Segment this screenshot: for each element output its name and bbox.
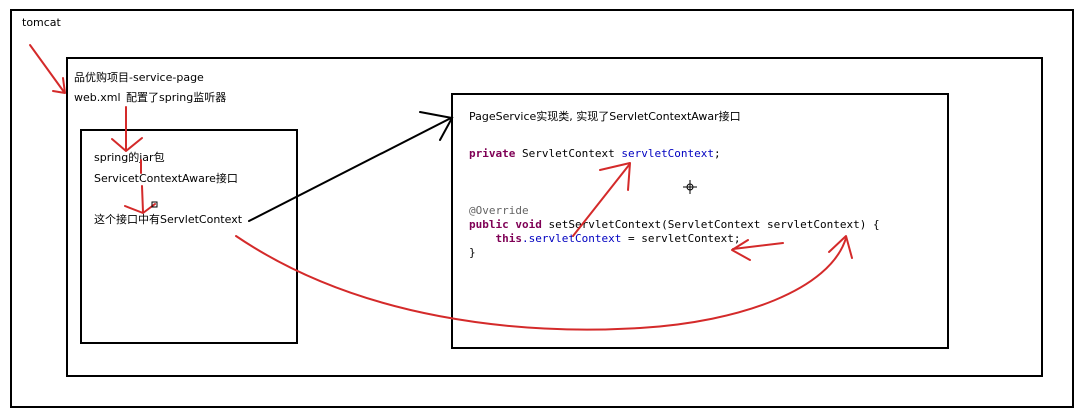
code-override-annotation: @Override — [469, 204, 529, 217]
code-field-end: ; — [714, 147, 721, 160]
code-field-line: private ServletContext servletContext; — [469, 147, 721, 161]
code-field-name: servletContext — [621, 147, 715, 160]
tomcat-label: tomcat — [22, 16, 61, 29]
tomcat-box — [10, 9, 1074, 408]
interface-has-servletcontext-label: 这个接口中有ServletContext — [94, 213, 243, 226]
code-private-keyword: private — [469, 147, 516, 160]
page-service-title: PageService实现类, 实现了ServletContextAwar接口 — [469, 110, 741, 123]
code-public-void-keyword: public void — [469, 218, 542, 231]
code-field-type: ServletContext — [521, 147, 615, 160]
code-body-rest: = servletContext; — [621, 232, 741, 245]
servletcontextaware-label: ServicetContextAware接口 — [94, 172, 238, 185]
code-method-line: public void setServletContext(ServletCon… — [469, 218, 880, 232]
code-this-keyword: this — [495, 232, 523, 245]
webxml-label: web.xml — [74, 91, 121, 104]
code-body-field: .servletContext — [522, 232, 622, 245]
project-box — [66, 57, 1043, 377]
webxml-note: 配置了spring监听器 — [126, 91, 227, 104]
project-title: 品优购项目-service-page — [74, 71, 204, 84]
code-method-signature: setServletContext(ServletContext servlet… — [548, 218, 880, 231]
spring-jar-label: spring的jar包 — [94, 151, 165, 164]
code-close-brace: } — [469, 246, 476, 259]
code-body-line: this.servletContext = servletContext; — [469, 232, 741, 246]
page-service-box — [451, 93, 949, 349]
